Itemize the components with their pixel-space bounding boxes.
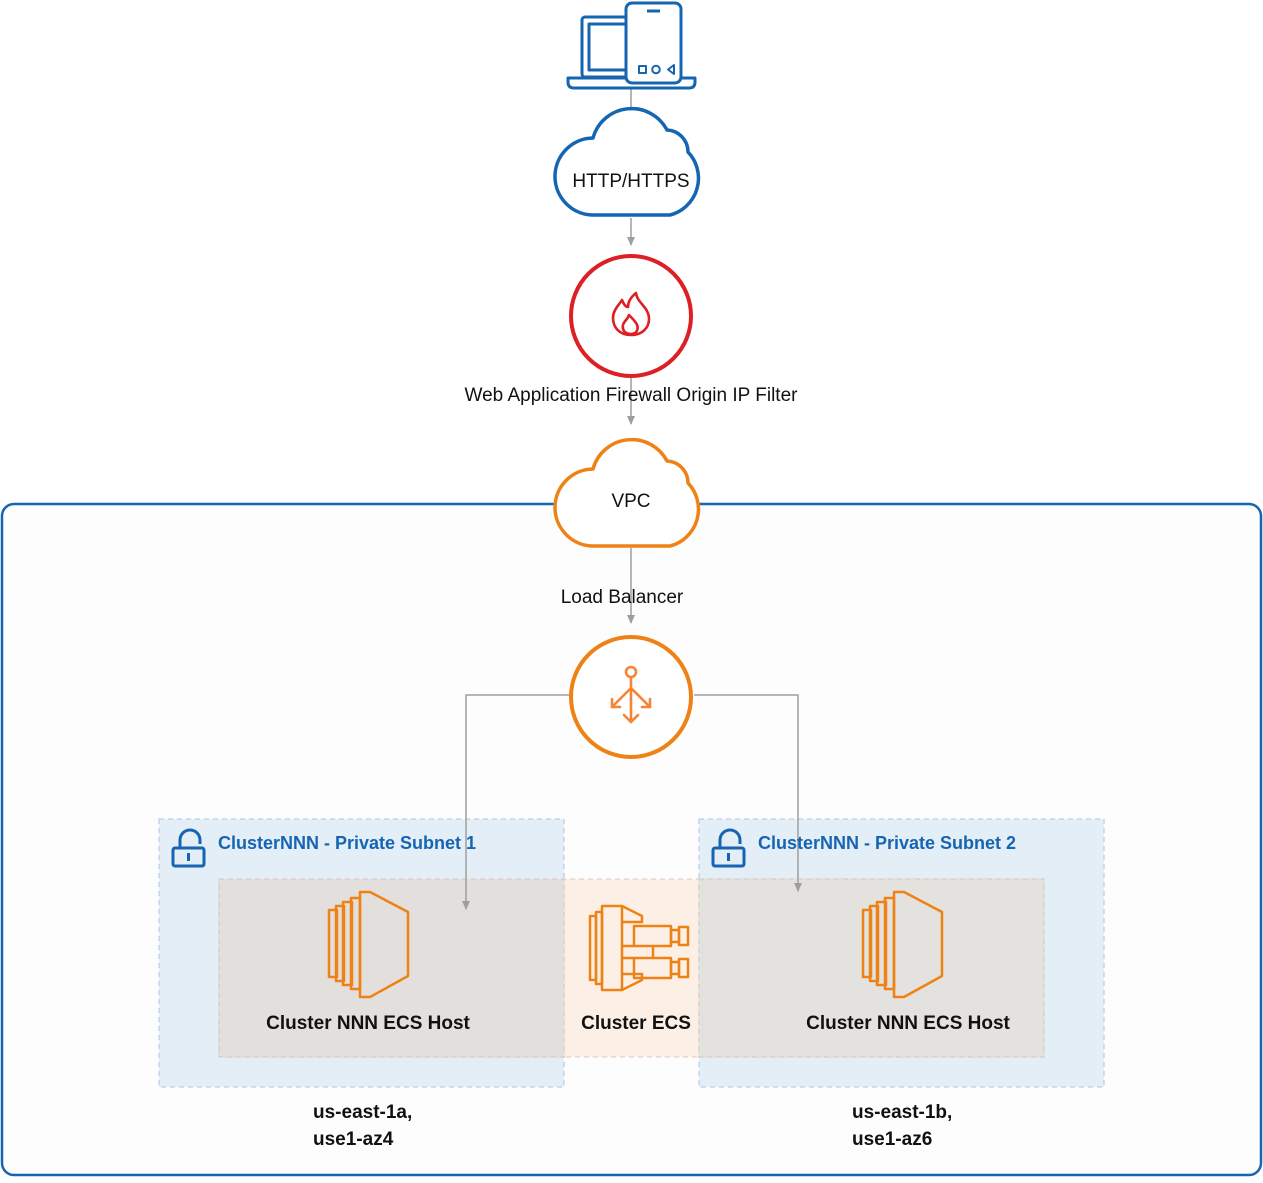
internet-cloud-icon <box>553 106 701 217</box>
ec2-host-icon <box>327 890 410 999</box>
host-1-box <box>218 878 565 1058</box>
az-1-line-2: use1-az4 <box>313 1129 394 1150</box>
connector-lb-to-host-2 <box>694 694 802 892</box>
laptop-phone-icon <box>566 1 697 90</box>
lock-icon <box>711 828 746 868</box>
ec2-host-icon <box>861 890 944 999</box>
lb-label: Load Balancer <box>561 587 684 608</box>
ecs-icon <box>588 904 690 992</box>
host-1-label: Cluster NNN ECS Host <box>266 1013 470 1034</box>
internet-label: HTTP/HTTPS <box>572 171 689 192</box>
vpc-label: VPC <box>611 491 650 512</box>
az-2-line-1: us-east-1b, <box>852 1102 952 1123</box>
az-2-line-2: use1-az6 <box>852 1129 932 1150</box>
load-balancer-icon <box>610 665 652 724</box>
vpc-cloud-icon <box>553 437 701 548</box>
az-1-line-1: us-east-1a, <box>313 1102 412 1123</box>
subnet-2-title: ClusterNNN - Private Subnet 2 <box>758 833 1016 853</box>
lock-icon <box>171 828 206 868</box>
connector-lb-to-host-1 <box>462 694 569 910</box>
ecs-cluster-label: Cluster ECS <box>581 1013 691 1034</box>
host-2-label: Cluster NNN ECS Host <box>806 1013 1010 1034</box>
subnet-1-title: ClusterNNN - Private Subnet 1 <box>218 833 476 853</box>
waf-label: Web Application Firewall Origin IP Filte… <box>465 385 799 406</box>
flame-icon <box>611 291 651 337</box>
